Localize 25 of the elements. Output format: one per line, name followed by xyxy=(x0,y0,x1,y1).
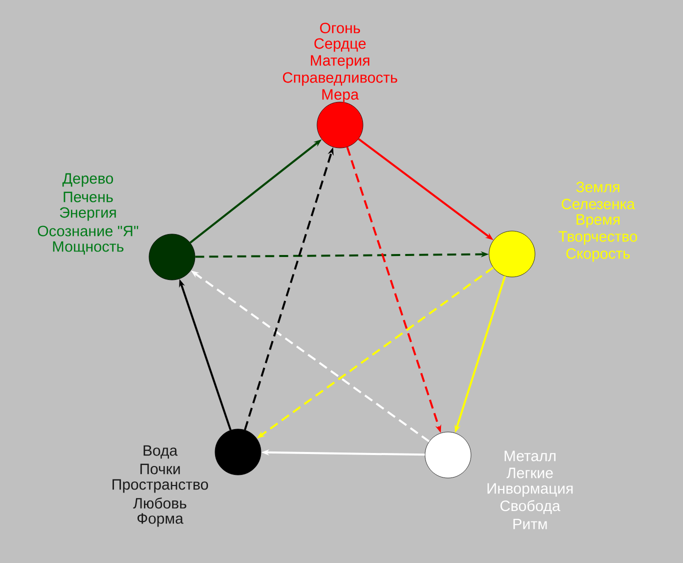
node-label: Огонь xyxy=(320,22,360,34)
node-label: Селезенка xyxy=(562,198,635,210)
node-label: Печень xyxy=(64,192,113,202)
node-label: Ритм xyxy=(513,518,547,530)
node-label: Мера xyxy=(322,89,359,103)
node-label: Пространство xyxy=(112,479,208,493)
node-label: Свобода xyxy=(500,500,560,514)
node-label: Дерево xyxy=(62,173,114,187)
node-label: Земля xyxy=(576,182,620,192)
node-label: Творчество xyxy=(558,231,638,245)
node-label: Энергия xyxy=(60,207,116,221)
node-label: Вода xyxy=(144,445,178,459)
node-label: Форма xyxy=(138,513,184,527)
node-label: Осознание "Я" xyxy=(38,226,138,236)
node-label: Инвормация xyxy=(488,483,573,497)
node-label: Время xyxy=(576,214,620,228)
node-label: Справедливость xyxy=(282,72,398,86)
node-label: Мощность xyxy=(53,241,124,255)
node-label: Материя xyxy=(310,55,370,69)
node-label: Почки xyxy=(140,464,180,474)
node-label: Любовь xyxy=(133,497,186,509)
node-label: Скорость xyxy=(566,248,630,262)
node-label: Сердце xyxy=(314,38,366,52)
node-label: Легкие xyxy=(506,468,553,478)
node-label: Металл xyxy=(504,450,556,462)
